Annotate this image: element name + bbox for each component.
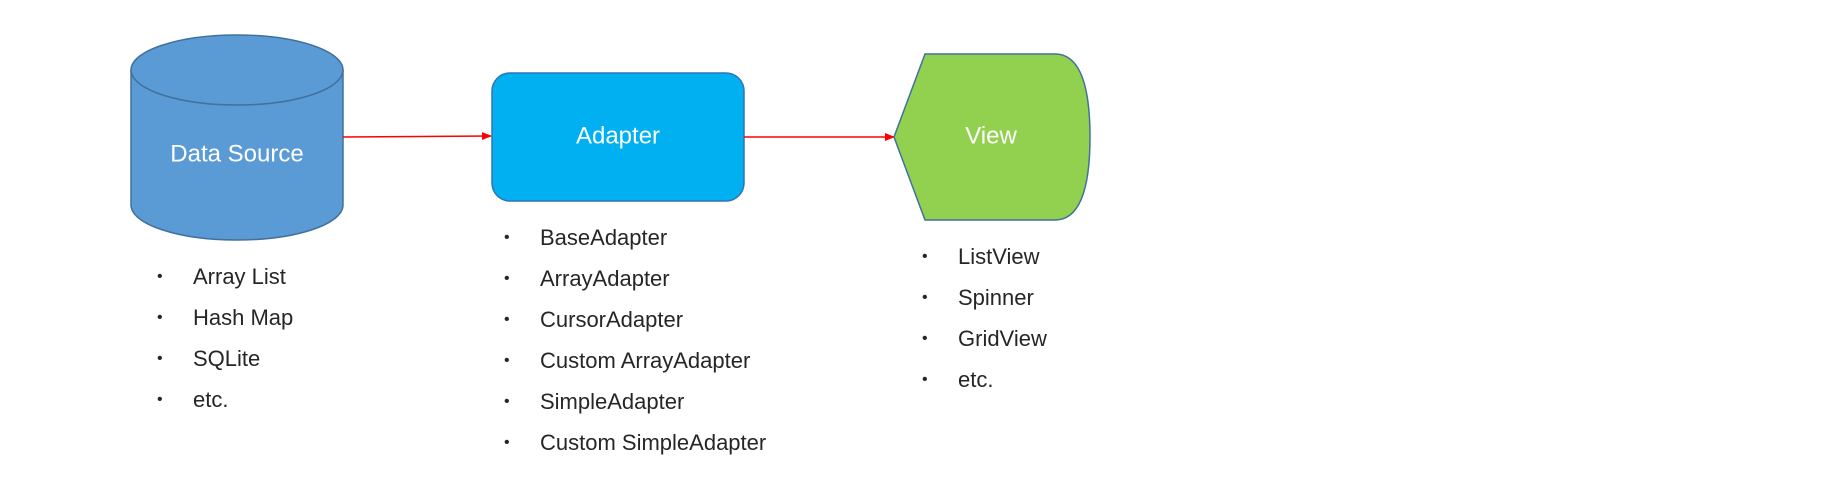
list-item: GridView xyxy=(922,318,1047,359)
data-source-node: Data Source xyxy=(130,34,344,241)
view-node: View xyxy=(893,53,1091,221)
list-item: CursorAdapter xyxy=(504,299,766,340)
adapter-label: Adapter xyxy=(576,122,660,149)
list-item: Custom ArrayAdapter xyxy=(504,340,766,381)
data-source-label: Data Source xyxy=(170,140,303,167)
arrow-data-source-to-adapter xyxy=(342,132,492,141)
view-display-shape xyxy=(893,53,1091,221)
data-source-examples-list: Array List Hash Map SQLite etc. xyxy=(157,256,293,420)
list-item: SimpleAdapter xyxy=(504,381,766,422)
list-item: Hash Map xyxy=(157,297,293,338)
view-label: View xyxy=(965,122,1017,149)
data-source-cylinder-body xyxy=(130,70,344,241)
view-examples-list: ListView Spinner GridView etc. xyxy=(922,236,1047,400)
adapter-examples-list: BaseAdapter ArrayAdapter CursorAdapter C… xyxy=(504,217,766,463)
data-source-cylinder-top xyxy=(130,34,344,106)
adapter-node: Adapter xyxy=(491,72,745,202)
list-item: ListView xyxy=(922,236,1047,277)
list-item: BaseAdapter xyxy=(504,217,766,258)
list-item: Custom SimpleAdapter xyxy=(504,422,766,463)
list-item: ArrayAdapter xyxy=(504,258,766,299)
list-item: etc. xyxy=(157,379,293,420)
list-item: etc. xyxy=(922,359,1047,400)
list-item: Array List xyxy=(157,256,293,297)
list-item: SQLite xyxy=(157,338,293,379)
list-item: Spinner xyxy=(922,277,1047,318)
